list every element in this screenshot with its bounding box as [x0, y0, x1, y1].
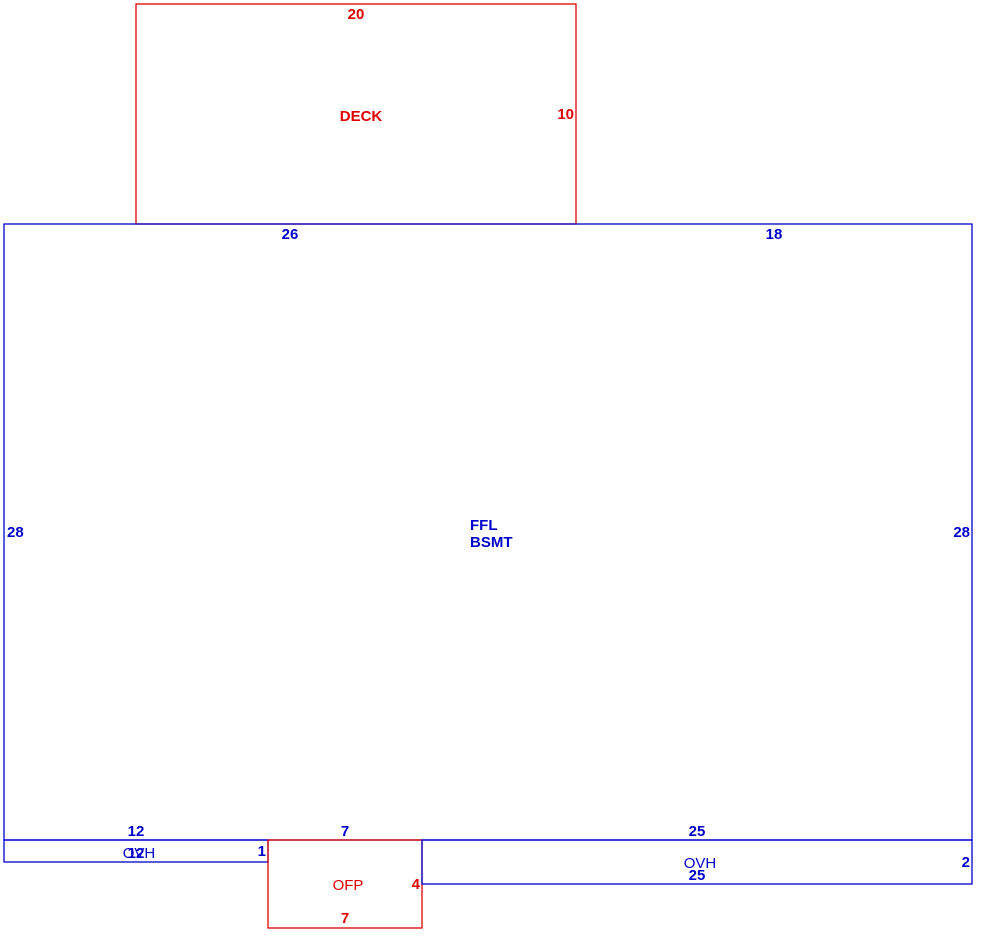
deck-top-dimension: 20 — [348, 6, 365, 23]
ovh-right-right-dimension: 2 — [962, 854, 970, 871]
deck-label: DECK — [340, 108, 383, 125]
main-top-right-dimension: 18 — [766, 226, 783, 243]
main-top-left-dimension: 26 — [282, 226, 299, 243]
main-label-ffl: FFL — [470, 517, 498, 534]
ovh-right-outline — [421, 839, 973, 885]
ofp-label: OFP — [333, 877, 364, 894]
main-bottom-left-dimension: 12 — [128, 823, 145, 840]
ovh-left-bottom-dimension: 12 — [128, 845, 145, 862]
main-bottom-right-dimension: 25 — [689, 823, 706, 840]
main-right-dimension: 28 — [953, 524, 970, 541]
deck-right-dimension: 10 — [557, 106, 574, 123]
ovh-right-label: OVH — [684, 855, 717, 872]
ofp-right-dimension: 4 — [412, 876, 421, 893]
ovh-left-right-dimension: 1 — [258, 843, 266, 860]
ovh-left-label: OVH — [123, 845, 156, 862]
ovh-right-bottom-dimension: 25 — [689, 867, 706, 884]
main-bottom-mid-dimension: 7 — [341, 823, 349, 840]
main-label-bsmt: BSMT — [470, 534, 513, 551]
ofp-bottom-dimension: 7 — [341, 910, 349, 927]
main-left-dimension: 28 — [7, 524, 24, 541]
